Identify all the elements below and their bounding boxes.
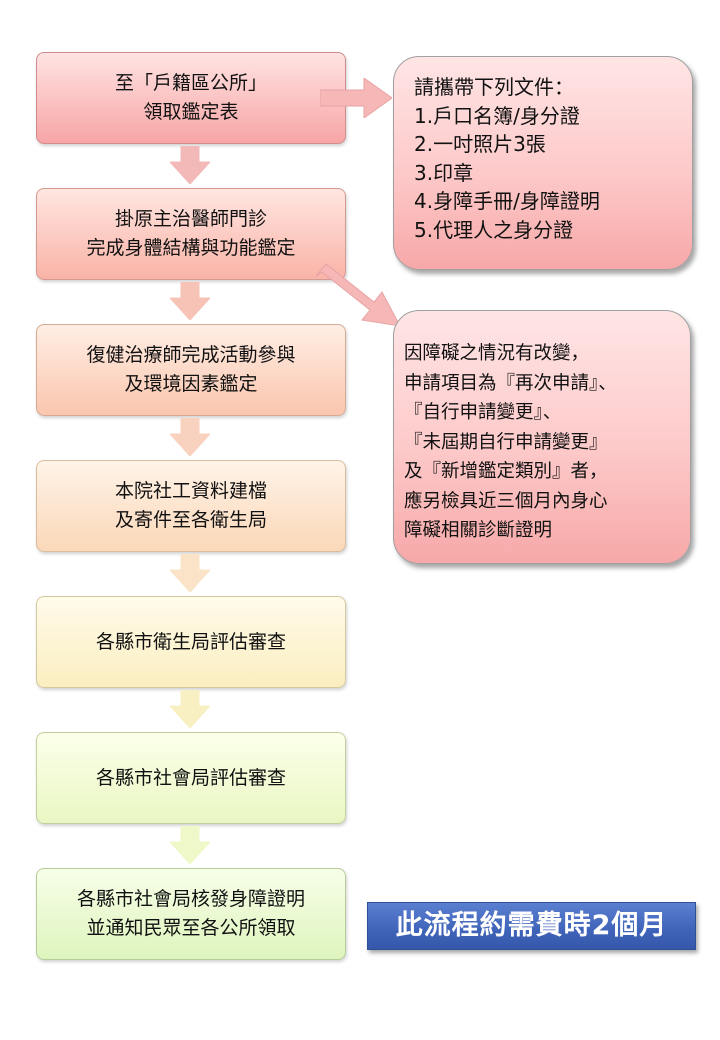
note-line: 應另檢具近三個月內身心 bbox=[404, 490, 608, 512]
note-line: 『未屆期自行申請變更』 bbox=[404, 431, 608, 453]
step-text-line: 掛原主治醫師門診 bbox=[114, 208, 267, 230]
step-text-line: 各縣市社會局核發身障證明 bbox=[76, 888, 305, 910]
note-line: 『自行申請變更』、 bbox=[404, 402, 562, 423]
right-arrow-icon bbox=[320, 78, 392, 118]
step-get-assessment-form: 至「戶籍區公所」 領取鑑定表 bbox=[36, 52, 346, 144]
note-line: 4.身障手冊/身障證明 bbox=[414, 189, 600, 213]
down-arrow-icon bbox=[170, 146, 210, 184]
note-line: 及『新增鑑定類別』者， bbox=[404, 461, 608, 482]
duration-banner: 此流程約需費時2個月 bbox=[367, 902, 696, 950]
down-arrow-icon bbox=[170, 554, 210, 592]
step-social-worker-filing: 本院社工資料建檔 及寄件至各衛生局 bbox=[36, 460, 346, 552]
required-documents-note: 請攜帶下列文件： 1.戶口名簿/身分證 2.一吋照片3張 3.印章 4.身障手冊… bbox=[393, 56, 693, 270]
step-text-line: 本院社工資料建檔 bbox=[114, 480, 267, 502]
down-arrow-icon bbox=[170, 690, 210, 728]
note-line: 2.一吋照片3張 bbox=[414, 132, 546, 156]
note-line: 障礙相關診斷證明 bbox=[404, 520, 553, 541]
step-text-line: 各縣市衛生局評估審查 bbox=[95, 630, 286, 653]
note-line: 5.代理人之身分證 bbox=[414, 217, 574, 242]
note-line: 1.戶口名簿/身分證 bbox=[414, 103, 580, 128]
down-arrow-icon bbox=[170, 418, 210, 456]
step-text-line: 復健治療師完成活動參與 bbox=[86, 344, 296, 366]
note-line: 申請項目為『再次申請』、 bbox=[404, 372, 617, 394]
down-arrow-icon bbox=[170, 826, 210, 864]
step-physician-assessment: 掛原主治醫師門診 完成身體結構與功能鑑定 bbox=[36, 188, 346, 280]
note-line: 請攜帶下列文件： bbox=[414, 75, 574, 99]
step-text-line: 至「戶籍區公所」 bbox=[114, 72, 267, 94]
diagonal-arrow-icon bbox=[315, 263, 401, 327]
step-text-line: 並通知民眾至各公所領取 bbox=[86, 917, 296, 939]
step-text-line: 及環境因素鑑定 bbox=[124, 373, 258, 395]
step-text-line: 及寄件至各衛生局 bbox=[114, 509, 267, 531]
step-text-line: 完成身體結構與功能鑑定 bbox=[86, 237, 296, 259]
step-social-bureau-review: 各縣市社會局評估審查 bbox=[36, 732, 346, 824]
step-text-line: 各縣市社會局評估審查 bbox=[95, 766, 286, 789]
step-text-line: 領取鑑定表 bbox=[143, 101, 239, 123]
condition-change-note: 因障礙之情況有改變， 申請項目為『再次申請』、 『自行申請變更』、 『未屆期自行… bbox=[393, 310, 691, 564]
down-arrow-icon bbox=[170, 282, 210, 320]
step-therapist-assessment: 復健治療師完成活動參與 及環境因素鑑定 bbox=[36, 324, 346, 416]
note-line: 因障礙之情況有改變， bbox=[404, 343, 590, 364]
note-line: 3.印章 bbox=[414, 160, 474, 185]
step-issue-certificate: 各縣市社會局核發身障證明 並通知民眾至各公所領取 bbox=[36, 868, 346, 960]
step-health-bureau-review: 各縣市衛生局評估審查 bbox=[36, 596, 346, 688]
